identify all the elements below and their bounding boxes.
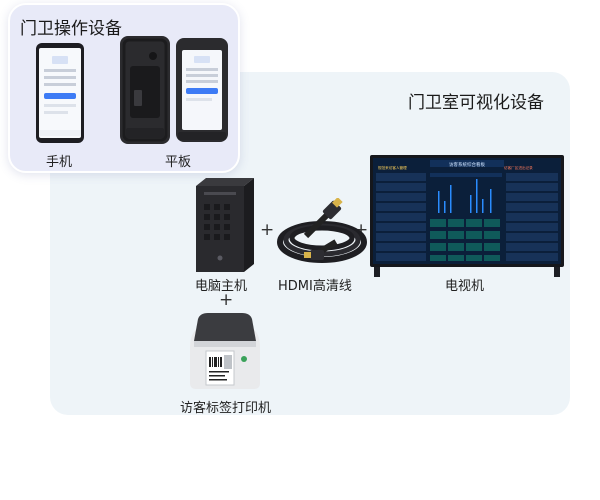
rugged-tablet-icon: [120, 36, 230, 150]
label-printer-label: 访客标签打印机: [180, 401, 272, 416]
label-printer-icon: [184, 311, 266, 395]
plus-sign: +: [219, 290, 234, 310]
tv-dashboard-icon: 访客系统综合看板 规范来访客人管理 访客厂区进出记录: [370, 155, 564, 281]
tv-screen-header: 访客系统综合看板: [449, 161, 485, 168]
desktop-tower-label: 电脑主机: [195, 279, 248, 294]
tv-label: 电视机: [445, 279, 485, 294]
tablet-label: 平板: [165, 155, 192, 170]
ops-panel-title: 门卫操作设备: [20, 19, 122, 39]
display-panel-title: 门卫室可视化设备: [408, 93, 544, 113]
hdmi-cable-icon: [276, 197, 372, 272]
hdmi-cable-label: HDMI高清线: [278, 279, 352, 294]
smartphone-label: 手机: [46, 155, 73, 170]
tv-left-panel-title: 规范来访客人管理: [378, 165, 407, 170]
desktop-tower-icon: [196, 178, 254, 276]
tv-right-panel-title: 访客厂区进出记录: [504, 165, 533, 170]
smartphone-icon: [35, 42, 85, 148]
plus-sign: +: [260, 220, 275, 240]
